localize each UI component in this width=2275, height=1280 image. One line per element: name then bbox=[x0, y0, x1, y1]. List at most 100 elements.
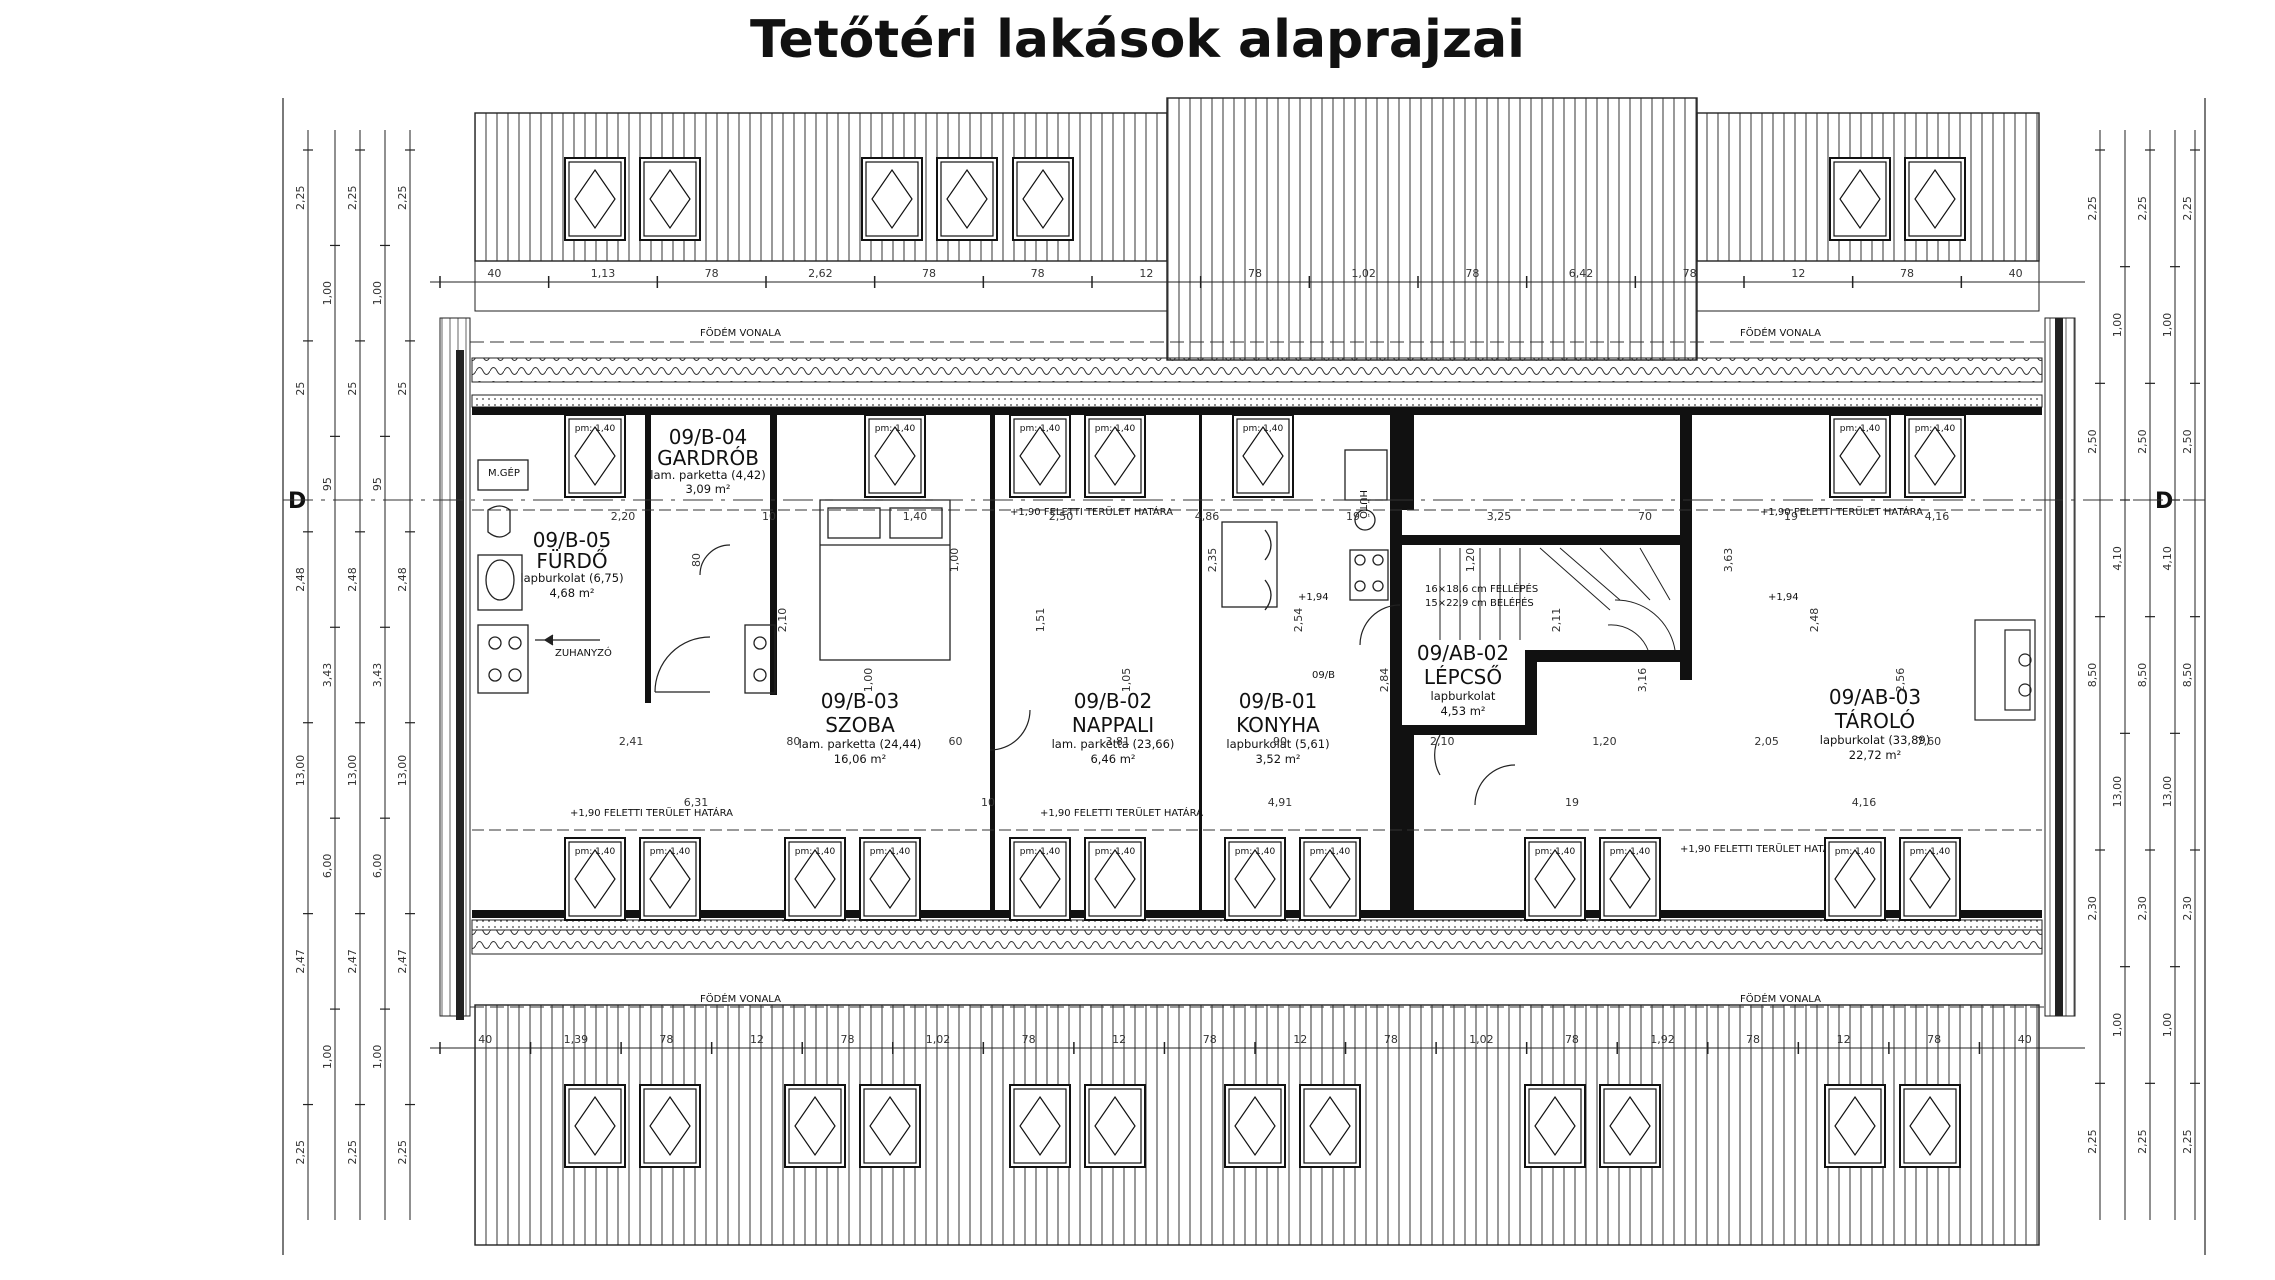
dimension-value: 78 bbox=[659, 1033, 673, 1046]
dimension-value: 95 bbox=[371, 477, 384, 491]
skylight-window: pm: 1,40 bbox=[1524, 837, 1586, 921]
dimension-value: 1,20 bbox=[1592, 735, 1617, 748]
dimension-value: 6,42 bbox=[1569, 267, 1594, 280]
dimension-value: 6,00 bbox=[321, 854, 334, 879]
dimension-value: 2,56 bbox=[1894, 668, 1907, 693]
window-label: pm: 1,40 bbox=[875, 424, 916, 434]
dimension-value: 8,50 bbox=[2181, 663, 2194, 688]
dimension-value: 4,16 bbox=[1925, 510, 1950, 523]
skylight-window: pm: 1,40 bbox=[1009, 414, 1071, 498]
skylight-window: pm: 1,40 bbox=[1224, 837, 1286, 921]
dimension-value: 13,00 bbox=[294, 755, 307, 787]
dimension-value: 2,48 bbox=[396, 567, 409, 592]
dimension-value: 1,20 bbox=[1464, 548, 1477, 573]
dimension-value: 2,25 bbox=[346, 185, 359, 210]
dimension-value: 12 bbox=[1139, 267, 1153, 280]
height-limit-label: +1,90 FELETTI TERÜLET HATÁRA bbox=[1680, 842, 1843, 855]
dimension-value: 40 bbox=[2009, 267, 2023, 280]
dimension-value: 1,00 bbox=[2111, 1013, 2124, 1038]
window-label: pm: 1,40 bbox=[795, 847, 836, 857]
room-finish: lam. parketta (24,44) bbox=[799, 737, 922, 751]
dimension-value: 2,25 bbox=[2181, 1129, 2194, 1154]
roof-top bbox=[474, 97, 2040, 361]
dimension-value: 6,31 bbox=[684, 796, 709, 809]
stair-note: 15×22,9 cm BELÉPÉS bbox=[1425, 596, 1534, 609]
dimension-value: 12 bbox=[1791, 267, 1805, 280]
floor-line-label: FÖDÉM VONALA bbox=[700, 992, 781, 1005]
dimension-value: 1,39 bbox=[564, 1033, 589, 1046]
dimension-value: 12 bbox=[1293, 1033, 1307, 1046]
dimension-value: 1,13 bbox=[591, 267, 616, 280]
dimension-value: 2,48 bbox=[1808, 608, 1821, 633]
kitchen-fixtures bbox=[1221, 449, 1389, 611]
dimension-value: 78 bbox=[1384, 1033, 1398, 1046]
dimension-value: 1,40 bbox=[903, 510, 928, 523]
room-name: GARDRÓB bbox=[657, 446, 759, 470]
window-label: pm: 1,40 bbox=[1020, 847, 1061, 857]
room-name: KONYHA bbox=[1236, 713, 1320, 737]
dimension-value: 19 bbox=[1346, 510, 1360, 523]
room-finish: lam. parketta (4,42) bbox=[650, 468, 765, 482]
dimension-value: 2,05 bbox=[1754, 735, 1779, 748]
level-mark: +1,94 bbox=[1298, 592, 1329, 603]
dimension-value: 2,48 bbox=[346, 567, 359, 592]
level-mark: +1,94 bbox=[1768, 592, 1799, 603]
dimension-value: 1,00 bbox=[2161, 313, 2174, 338]
dimension-value: 40 bbox=[478, 1033, 492, 1046]
dimension-value: 2,50 bbox=[1049, 510, 1074, 523]
skylight-window bbox=[1084, 1084, 1146, 1168]
skylight-window bbox=[564, 1084, 626, 1168]
dimension-value: 19 bbox=[1784, 510, 1798, 523]
dimension-value: 8,50 bbox=[2086, 663, 2099, 688]
dimension-value: 2,25 bbox=[294, 185, 307, 210]
page-title: Tetőtéri lakások alaprajzai bbox=[749, 10, 1526, 70]
skylight-window bbox=[1899, 1084, 1961, 1168]
dimension-value: 2,25 bbox=[396, 185, 409, 210]
dimension-value: 13,00 bbox=[346, 755, 359, 787]
skylight-window: pm: 1,40 bbox=[1904, 414, 1966, 498]
room-finish: lam. parketta (23,66) bbox=[1052, 737, 1175, 751]
floor-line-label: FÖDÉM VONALA bbox=[1740, 326, 1821, 339]
dimension-value: 4,16 bbox=[1852, 796, 1877, 809]
dimension-value: 1,02 bbox=[1469, 1033, 1494, 1046]
bathroom-fixtures bbox=[477, 459, 776, 694]
window-label: pm: 1,40 bbox=[1840, 424, 1881, 434]
dimension-value: 2,20 bbox=[611, 510, 636, 523]
skylight-window: pm: 1,40 bbox=[1829, 414, 1891, 498]
dimension-value: 2,50 bbox=[2086, 429, 2099, 454]
room-name: TÁROLÓ bbox=[1834, 709, 1915, 733]
room-labels: 09/B-04 GARDRÓB lam. parketta (4,42) 3,0… bbox=[520, 425, 1930, 766]
side-walls bbox=[439, 317, 2076, 1020]
floor-line-label: FÖDÉM VONALA bbox=[700, 326, 781, 339]
dimension-value: 4,10 bbox=[2111, 546, 2124, 571]
dimension-value: 7,60 bbox=[1917, 735, 1942, 748]
dimension-value: 78 bbox=[1248, 267, 1262, 280]
dimension-value: 13,00 bbox=[396, 755, 409, 787]
room-area: 16,06 m² bbox=[834, 752, 886, 766]
dimension-value: 12 bbox=[1112, 1033, 1126, 1046]
floor-line-labels: FÖDÉM VONALA FÖDÉM VONALA FÖDÉM VONALA F… bbox=[470, 326, 2045, 1008]
skylight-window: pm: 1,40 bbox=[1299, 837, 1361, 921]
skylight-window bbox=[639, 157, 701, 241]
skylight-window: pm: 1,40 bbox=[1232, 414, 1294, 498]
dimension-value: 13,00 bbox=[2161, 776, 2174, 808]
bed bbox=[819, 499, 951, 661]
window-label: pm: 1,40 bbox=[1535, 847, 1576, 857]
dimension-value: 78 bbox=[1022, 1033, 1036, 1046]
dimension-value: 1,00 bbox=[321, 281, 334, 306]
dimension-value: 78 bbox=[1203, 1033, 1217, 1046]
door-swings bbox=[654, 544, 1516, 806]
dimension-value: 2,41 bbox=[619, 735, 644, 748]
dimension-value: 2,54 bbox=[1292, 608, 1305, 633]
height-limit-label: +1,90 FELETTI TERÜLET HATÁRA bbox=[1040, 806, 1203, 819]
skylight-window: pm: 1,40 bbox=[1824, 837, 1886, 921]
section-mark-left: D bbox=[288, 489, 306, 514]
dimension-value: 12 bbox=[750, 1033, 764, 1046]
dimension-value: 2,30 bbox=[2086, 896, 2099, 921]
dimension-value: 2,30 bbox=[2136, 896, 2149, 921]
dimension-value: 4,10 bbox=[2161, 546, 2174, 571]
dimension-value: 2,25 bbox=[2086, 196, 2099, 221]
dimension-value: 90 bbox=[1273, 735, 1287, 748]
